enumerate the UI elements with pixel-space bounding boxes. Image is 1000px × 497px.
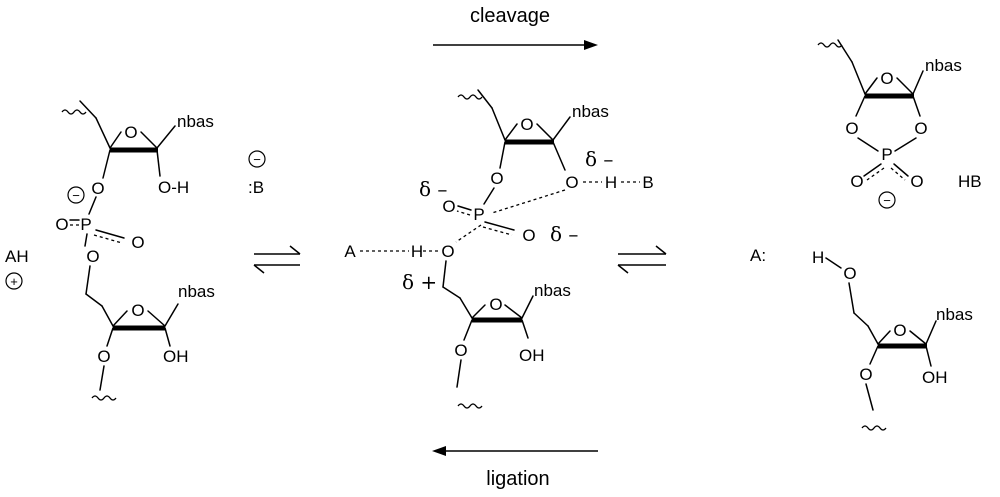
nucleobase-label: nbas (572, 102, 609, 121)
partial-charge-negative: δ – (585, 147, 613, 171)
equilibrium-arrow-left (253, 245, 301, 274)
phosphoryl-oxygen-2: O (131, 233, 144, 252)
partial-charge-negative: δ – (419, 177, 447, 201)
minus-charge-icon (878, 191, 896, 209)
acid-lone-pair-label: A: (750, 246, 766, 265)
minus-charge-icon (67, 186, 85, 204)
transferring-hydrogen: H (605, 173, 617, 192)
phosphoryl-oxygen-2: O (522, 226, 535, 245)
bridging-oxygen-5prime: O (86, 247, 99, 266)
ring-oxygen: O (124, 123, 137, 142)
bridging-oxygen-3prime: O (91, 179, 104, 198)
ring-oxygen: O (131, 301, 144, 320)
substrate-dinucleotide: O nbas O-H O − P O O O O nbas OH O (55, 100, 215, 401)
hydroxyl-2prime: OH (163, 347, 189, 366)
phosphorus-atom: P (881, 145, 892, 164)
svg-text:−: − (72, 188, 80, 203)
ligation-arrow: ligation (432, 446, 598, 490)
phosphoryl-oxygen-1: O (850, 172, 863, 191)
ring-oxygen: O (520, 115, 533, 134)
cleavage-arrow: cleavage (433, 5, 598, 50)
hydroxyl-2prime: OH (922, 368, 948, 387)
equilibrium-arrow-right (617, 245, 667, 274)
plus-charge-icon (5, 272, 23, 290)
oxygen-5prime: O (843, 264, 856, 283)
oxygen-3prime: O (490, 169, 503, 188)
hydroxyl-2prime: O-H (158, 178, 189, 197)
ring-oxygen: O (893, 321, 906, 340)
attacking-oxygen-2prime: O (565, 173, 578, 192)
svg-text:−: − (883, 193, 891, 208)
terminal-hydrogen: H (812, 248, 824, 267)
acid-label: AH (5, 247, 29, 266)
cleavage-label: cleavage (470, 5, 550, 27)
base-catalyst: − :B (248, 150, 266, 197)
phosphorus-atom: P (80, 215, 91, 234)
phosphoryl-oxygen-1: O (442, 197, 455, 216)
svg-text:+: + (10, 274, 18, 289)
phosphoryl-oxygen-2: O (910, 172, 923, 191)
leaving-oxygen-5prime: O (441, 242, 454, 261)
nucleobase-label: nbas (178, 282, 215, 301)
ring-oxygen: O (880, 69, 893, 88)
partial-charge-negative: δ – (550, 222, 578, 246)
hydroxyl-fragment-product: A: H O O nbas OH O (750, 246, 973, 431)
cyclic-oxygen-3prime: O (845, 119, 858, 138)
base-label: :B (248, 178, 264, 197)
transition-state: O nbas O H B O P O O O H A O nbas (344, 89, 654, 409)
oxygen-3prime: O (454, 341, 467, 360)
oxygen-3prime: O (97, 347, 110, 366)
phosphorus-atom: P (473, 205, 484, 224)
nucleobase-label: nbas (936, 305, 973, 324)
nucleobase-label: nbas (177, 112, 214, 131)
transferring-hydrogen: H (411, 242, 423, 261)
ligation-label: ligation (486, 468, 549, 490)
cyclic-phosphate-product: O nbas O O P O O − HB (817, 39, 982, 209)
oxygen-3prime: O (859, 365, 872, 384)
base-label: B (642, 173, 653, 192)
acid-label: A (344, 242, 356, 261)
acid-catalyst: AH + (5, 247, 29, 290)
nucleobase-label: nbas (534, 281, 571, 300)
hydroxyl-2prime: OH (519, 346, 545, 365)
minus-charge-icon (248, 150, 266, 168)
ring-oxygen: O (489, 295, 502, 314)
cyclic-oxygen-2prime: O (914, 119, 927, 138)
nucleobase-label: nbas (925, 56, 962, 75)
phosphoryl-oxygen-1: O (55, 215, 68, 234)
partial-charge-positive: δ + (402, 270, 437, 294)
svg-text:−: − (253, 152, 261, 167)
protonated-base-label: HB (958, 172, 982, 191)
